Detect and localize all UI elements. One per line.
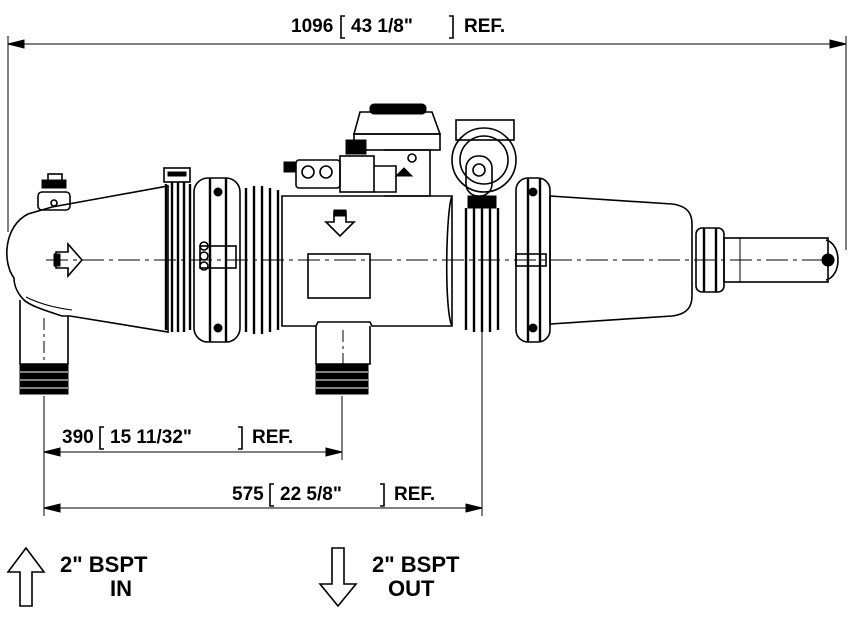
left-clamp-group — [163, 167, 280, 343]
center-body — [281, 195, 453, 395]
latch-pin — [199, 251, 209, 261]
right-cone-body — [549, 195, 693, 325]
air-valve-body — [37, 191, 71, 211]
solenoid-port — [301, 165, 315, 179]
inlet-port-size: 2" BSPT — [60, 552, 148, 577]
inlet-to-outlet-dimension: 390 15 11/32" REF. — [43, 396, 343, 516]
dimension-575-arrowhead-right — [465, 503, 483, 513]
end-cap-bolt — [821, 253, 835, 267]
air-valve-top — [47, 173, 63, 183]
flush-valve-dome — [451, 127, 517, 193]
connector — [374, 165, 397, 193]
left-ring-stack — [164, 182, 192, 332]
dimension-390-close-bracket — [238, 426, 243, 450]
outlet-port-legend: 2" BSPT OUT — [318, 547, 460, 608]
dimension-575-ref: REF. — [394, 484, 435, 505]
dimension-390-arrowhead-right — [325, 447, 343, 457]
overall-dimension: 1096 43 1/8" REF. — [7, 15, 847, 250]
right-clamp-bands — [526, 178, 542, 342]
valve-cap — [345, 139, 367, 155]
outlet-port-direction: OUT — [388, 576, 435, 601]
inlet-thread — [19, 363, 69, 395]
clamp-bolt-head-detail — [167, 171, 187, 177]
right-ring-stack — [464, 206, 500, 332]
overall-left-arrowhead — [7, 39, 25, 49]
dimension-575-imperial: 22 5/8" — [280, 484, 342, 505]
control-assembly — [283, 103, 442, 197]
clamp-bolt — [213, 187, 223, 197]
left-clamp-body — [193, 177, 241, 343]
dimension-575-open-bracket — [269, 483, 274, 507]
dimension-575-close-bracket — [380, 483, 385, 507]
inlet-port-direction: IN — [110, 576, 132, 601]
coupling-rings — [702, 228, 718, 292]
controller-cap — [369, 103, 427, 115]
overall-imperial-value: 43 1/8" — [351, 16, 413, 37]
latch-pin — [199, 241, 209, 251]
inlet-to-flush-dimension: 575 22 5/8" REF. — [43, 332, 483, 516]
right-clamp-group — [445, 177, 551, 343]
solenoid-port — [319, 165, 333, 179]
outlet-arrow-tail — [333, 209, 347, 217]
clamp-bolt — [213, 323, 223, 333]
air-valve-cap — [41, 179, 67, 189]
dimension-575-arrowhead-left — [43, 503, 61, 513]
nameplate — [307, 253, 371, 299]
air-valve-screw — [50, 199, 58, 207]
dimension-390-arrowhead-left — [43, 447, 61, 457]
flush-valve — [451, 119, 517, 209]
inlet-up-arrow-icon — [6, 546, 46, 607]
flush-valve-port-hole — [472, 163, 486, 177]
inlet-port-legend: 2" BSPT IN — [6, 546, 148, 607]
controller-top — [352, 111, 442, 135]
flow-arrow-tail — [53, 253, 61, 267]
overall-close-bracket — [449, 15, 454, 39]
flush-valve-top — [455, 119, 515, 141]
center-body-shell — [281, 195, 453, 327]
dimension-575-metric: 575 — [232, 484, 264, 505]
clamp-bolt — [528, 323, 538, 333]
outlet-down-arrow-icon — [318, 547, 358, 608]
dimension-390-metric: 390 — [62, 427, 94, 448]
dimension-390-imperial: 15 11/32" — [110, 427, 192, 448]
inlet-cone-seam — [25, 296, 73, 311]
end-cap — [825, 239, 839, 281]
left-clamp-bands — [208, 178, 228, 342]
controller-base — [353, 133, 441, 151]
flush-valve-dome-inner — [459, 135, 509, 185]
body-flange — [445, 195, 453, 327]
inlet-cone-body — [6, 185, 169, 333]
overall-open-bracket — [340, 15, 345, 39]
clamp-bolt — [528, 187, 538, 197]
dimension-390-ref: REF. — [252, 427, 293, 448]
right-clamp-latch — [515, 253, 547, 267]
flow-direction-arrow-icon — [55, 241, 84, 279]
overall-ref-label: REF. — [464, 16, 505, 37]
left-corrugated-rings — [244, 186, 280, 334]
overall-metric-value: 1096 — [291, 16, 333, 37]
valve-body — [339, 155, 375, 193]
outlet-thread — [315, 363, 369, 395]
outlet-port-size: 2" BSPT — [372, 552, 460, 577]
controller-bracket — [384, 149, 431, 197]
outlet-cone — [549, 195, 839, 325]
overall-right-arrowhead — [829, 39, 847, 49]
latch-pin — [199, 261, 209, 271]
indicator-triangle-icon — [394, 167, 414, 177]
dimension-390-open-bracket — [99, 426, 104, 450]
fitting — [283, 161, 297, 173]
inlet-housing — [6, 173, 169, 395]
controller-screw — [407, 153, 417, 163]
